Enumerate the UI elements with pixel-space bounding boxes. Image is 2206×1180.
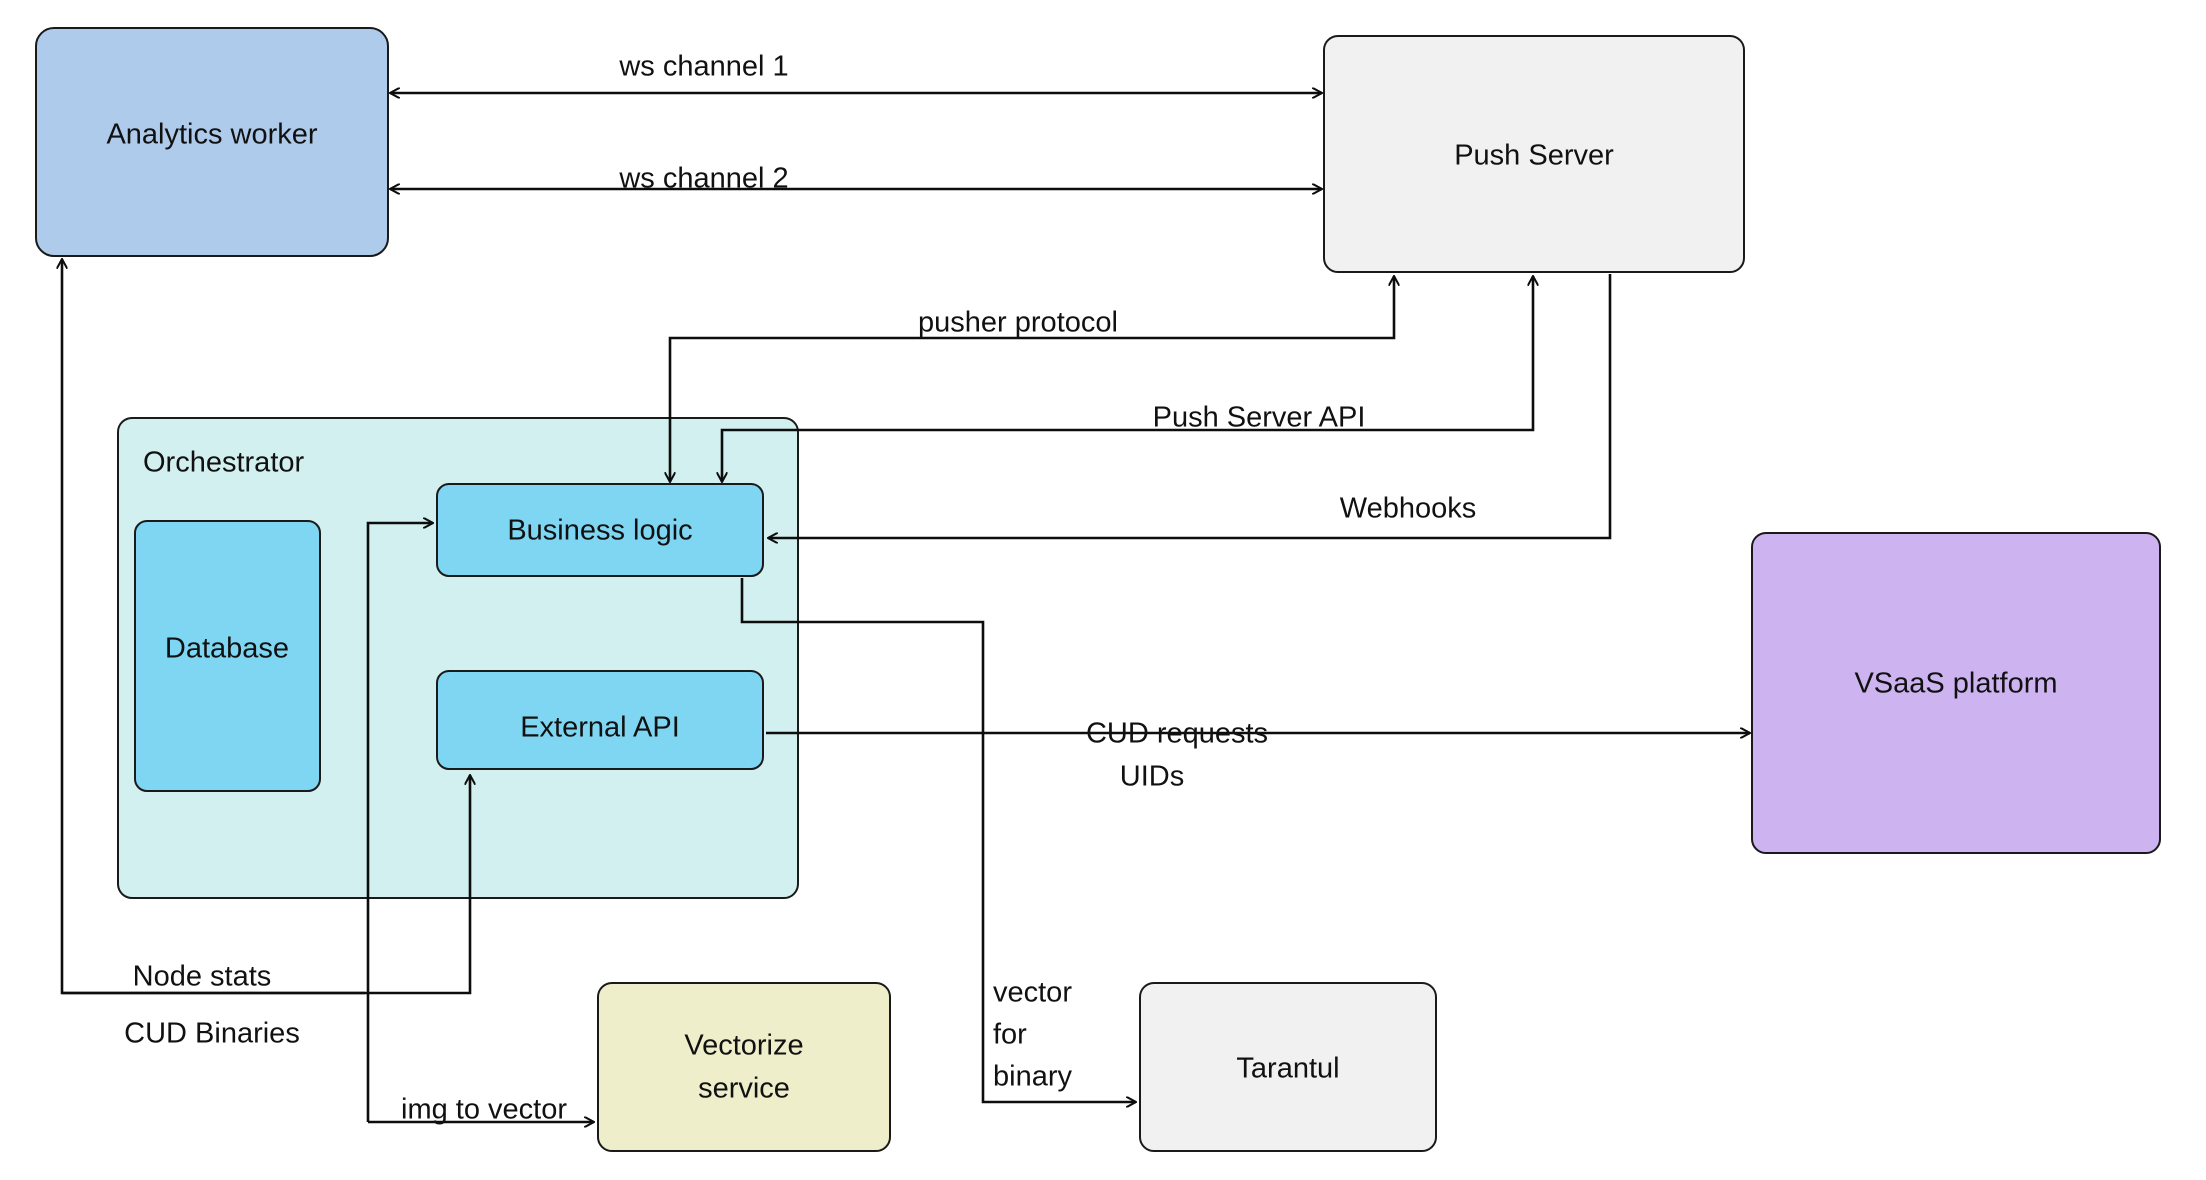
push-server-rect (1323, 35, 1745, 273)
edge-vector-return-to-external-api (62, 775, 470, 995)
edge-cud-binaries (366, 523, 433, 1122)
edge-label-webhooks: Webhooks (1340, 493, 1477, 525)
edge-label-vector-for-binary-line1: vector (993, 977, 1072, 1009)
edge-webhooks (768, 274, 1612, 538)
edge-label-cud-binaries: CUD Binaries (124, 1018, 300, 1050)
node-business-logic[interactable]: Business logic (436, 483, 764, 577)
analytics-worker-rect (35, 27, 389, 257)
edge-label-ws-channel-1: ws channel 1 (618, 51, 788, 83)
edge-vector-for-binary (740, 578, 1136, 1102)
node-tarantul[interactable]: Tarantul (1139, 982, 1437, 1152)
node-vectorize-service[interactable]: Vectorize service (597, 982, 891, 1152)
push-server-label: Push Server (1454, 140, 1614, 172)
external-api-label: External API (520, 712, 680, 744)
vsaas-platform-label: VSaaS platform (1854, 668, 2057, 700)
edge-label-uids: UIDs (1120, 761, 1184, 793)
business-logic-label: Business logic (507, 515, 692, 547)
edge-label-node-stats: Node stats (133, 961, 272, 993)
analytics-worker-label: Analytics worker (106, 119, 317, 151)
edge-label-img-to-vector: img to vector (401, 1094, 567, 1126)
edge-label-vector-for-binary-line3: binary (993, 1061, 1072, 1093)
vectorize-service-rect (597, 982, 891, 1152)
edge-label-vector-for-binary-line2: for (993, 1019, 1027, 1051)
node-external-api[interactable]: External API (436, 670, 764, 770)
orchestrator-label: Orchestrator (143, 447, 304, 479)
vsaas-platform-rect (1751, 532, 2161, 854)
database-rect (134, 520, 321, 792)
edge-push-server-api (722, 276, 1533, 482)
database-label: Database (165, 633, 289, 665)
node-vsaas-platform[interactable]: VSaaS platform (1751, 532, 2161, 854)
node-analytics-worker[interactable]: Analytics worker (35, 27, 389, 257)
tarantul-label: Tarantul (1236, 1053, 1339, 1085)
vectorize-service-label-line1: Vectorize (684, 1030, 803, 1062)
tarantul-rect (1139, 982, 1437, 1152)
node-database[interactable]: Database (134, 520, 321, 792)
business-logic-rect (436, 483, 764, 577)
edge-label-push-server-api: Push Server API (1153, 402, 1366, 434)
external-api-rect (436, 670, 764, 770)
node-push-server[interactable]: Push Server (1323, 35, 1745, 273)
edge-label-cud-requests: CUD requests (1086, 718, 1268, 750)
vectorize-service-label-line2: service (698, 1073, 790, 1105)
edge-label-pusher-protocol: pusher protocol (918, 307, 1118, 339)
edge-label-ws-channel-2: ws channel 2 (618, 163, 788, 195)
